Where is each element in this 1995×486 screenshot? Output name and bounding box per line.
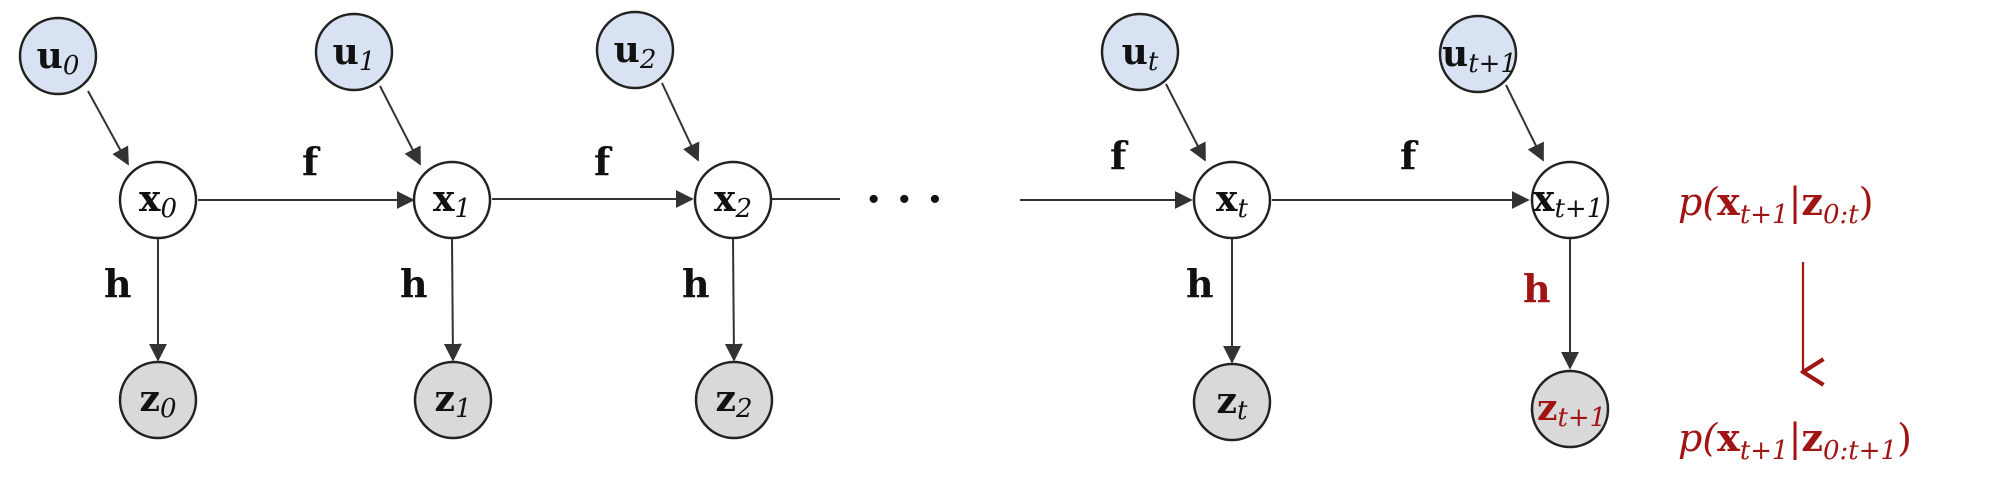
node-subscript: 1 (454, 194, 471, 224)
prior-distribution-label: p(xt+1|z0:t) (1678, 179, 1874, 230)
node-subscript: t (1237, 396, 1248, 426)
node-subscript: 2 (639, 45, 657, 75)
node-symbol: u (333, 31, 359, 73)
node-symbol: z (435, 378, 455, 420)
node-subscript: 0 (63, 51, 80, 81)
state-node-x2: x2 (693, 160, 773, 240)
node-symbol: x (714, 178, 736, 220)
node-subscript: 2 (735, 394, 753, 424)
svg-text:z2: z2 (716, 378, 753, 424)
state-node-x1: x1 (412, 160, 492, 240)
edge-u2-x2 (661, 82, 700, 162)
state-node-xt: xt (1192, 160, 1272, 240)
node-symbol: u (1122, 31, 1148, 73)
svg-text:ut: ut (1122, 31, 1159, 77)
svg-text:u2: u2 (614, 29, 657, 75)
node-subscript: t+1 (1554, 194, 1603, 224)
input-node-ut1: ut+1 (1438, 14, 1518, 94)
node-subscript: t+1 (1468, 49, 1517, 79)
node-symbol: z (1217, 380, 1237, 422)
input-node-u0: u0 (18, 16, 98, 96)
node-subscript: t+1 (1557, 403, 1606, 433)
node-subscript: t (1238, 194, 1249, 224)
svg-text:zt+1: zt+1 (1537, 387, 1606, 433)
edge-u0-x0 (87, 90, 129, 166)
observation-label-h: h (1186, 261, 1214, 306)
node-symbol: u (37, 35, 63, 77)
node-symbol: z (1537, 387, 1557, 429)
observation-node-zt1: zt+1 (1530, 369, 1610, 449)
edge-ut1-xt1 (1505, 84, 1544, 162)
node-symbol: x (1533, 178, 1555, 220)
node-subscript: 1 (455, 394, 472, 424)
node-symbol: x (433, 178, 455, 220)
node-symbol: u (1442, 33, 1468, 75)
input-node-ut: ut (1100, 12, 1180, 92)
node-subscript: 0 (160, 394, 177, 424)
svg-text:z1: z1 (435, 378, 472, 424)
node-symbol: u (614, 29, 640, 71)
state-node-xt1: xt+1 (1530, 160, 1610, 240)
node-subscript: 2 (734, 194, 752, 224)
node-subscript: 0 (160, 194, 177, 224)
svg-text:xt+1: xt+1 (1533, 178, 1603, 224)
transition-label-f: f (594, 139, 613, 184)
svg-text:u0: u0 (37, 35, 80, 81)
transition-label-f: f (302, 139, 321, 184)
node-symbol: x (1216, 178, 1238, 220)
edge-x2-z2 (724, 238, 743, 362)
svg-text:xt: xt (1216, 178, 1248, 224)
observation-node-z1: z1 (413, 360, 493, 440)
edge-u1-x1 (379, 85, 421, 166)
svg-text:x2: x2 (714, 178, 752, 224)
input-node-u2: u2 (595, 10, 675, 90)
observation-node-zt: zt (1192, 362, 1272, 442)
posterior-distribution-label: p(xt+1|z0:t+1) (1678, 415, 1912, 466)
node-symbol: z (716, 378, 736, 420)
svg-text:z0: z0 (140, 378, 177, 424)
observation-node-z2: z2 (694, 360, 774, 440)
transition-label-f: f (1400, 133, 1419, 178)
node-symbol: x (139, 178, 161, 220)
observation-node-z0: z0 (118, 360, 198, 440)
svg-text:zt: zt (1217, 380, 1248, 426)
node-subscript: 1 (359, 47, 376, 77)
chain-ellipsis: · · · (866, 174, 943, 225)
svg-text:ut+1: ut+1 (1442, 33, 1517, 79)
svg-text:x0: x0 (139, 178, 177, 224)
observation-label-h: h (682, 261, 710, 306)
transition-label-f: f (1110, 133, 1129, 178)
svg-text:u1: u1 (333, 31, 376, 77)
node-symbol: z (140, 378, 160, 420)
observation-label-h-highlighted: h (1523, 266, 1551, 311)
observation-label-h: h (104, 261, 132, 306)
edge-x1-z1 (443, 238, 462, 362)
node-subscript: t (1148, 47, 1159, 77)
svg-text:x1: x1 (433, 178, 471, 224)
edge-ut-xt (1165, 83, 1206, 162)
state-node-x0: x0 (118, 160, 198, 240)
input-node-u1: u1 (314, 12, 394, 92)
observation-label-h: h (400, 261, 428, 306)
